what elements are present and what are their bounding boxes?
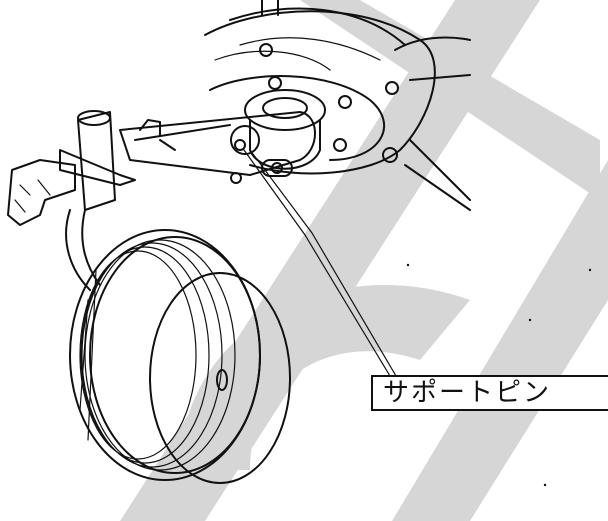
scan-specks	[406, 263, 592, 487]
gauge-wheel	[69, 229, 291, 484]
hub	[244, 89, 326, 170]
support-pin-label: サポートピン	[371, 375, 608, 411]
pivot-arm	[119, 111, 316, 184]
caster-bracket	[7, 110, 136, 291]
deck-plate	[204, 0, 471, 211]
support-pin-label-text: サポートピン	[383, 378, 552, 408]
callout-leader	[243, 149, 397, 377]
watermark	[120, 0, 608, 521]
